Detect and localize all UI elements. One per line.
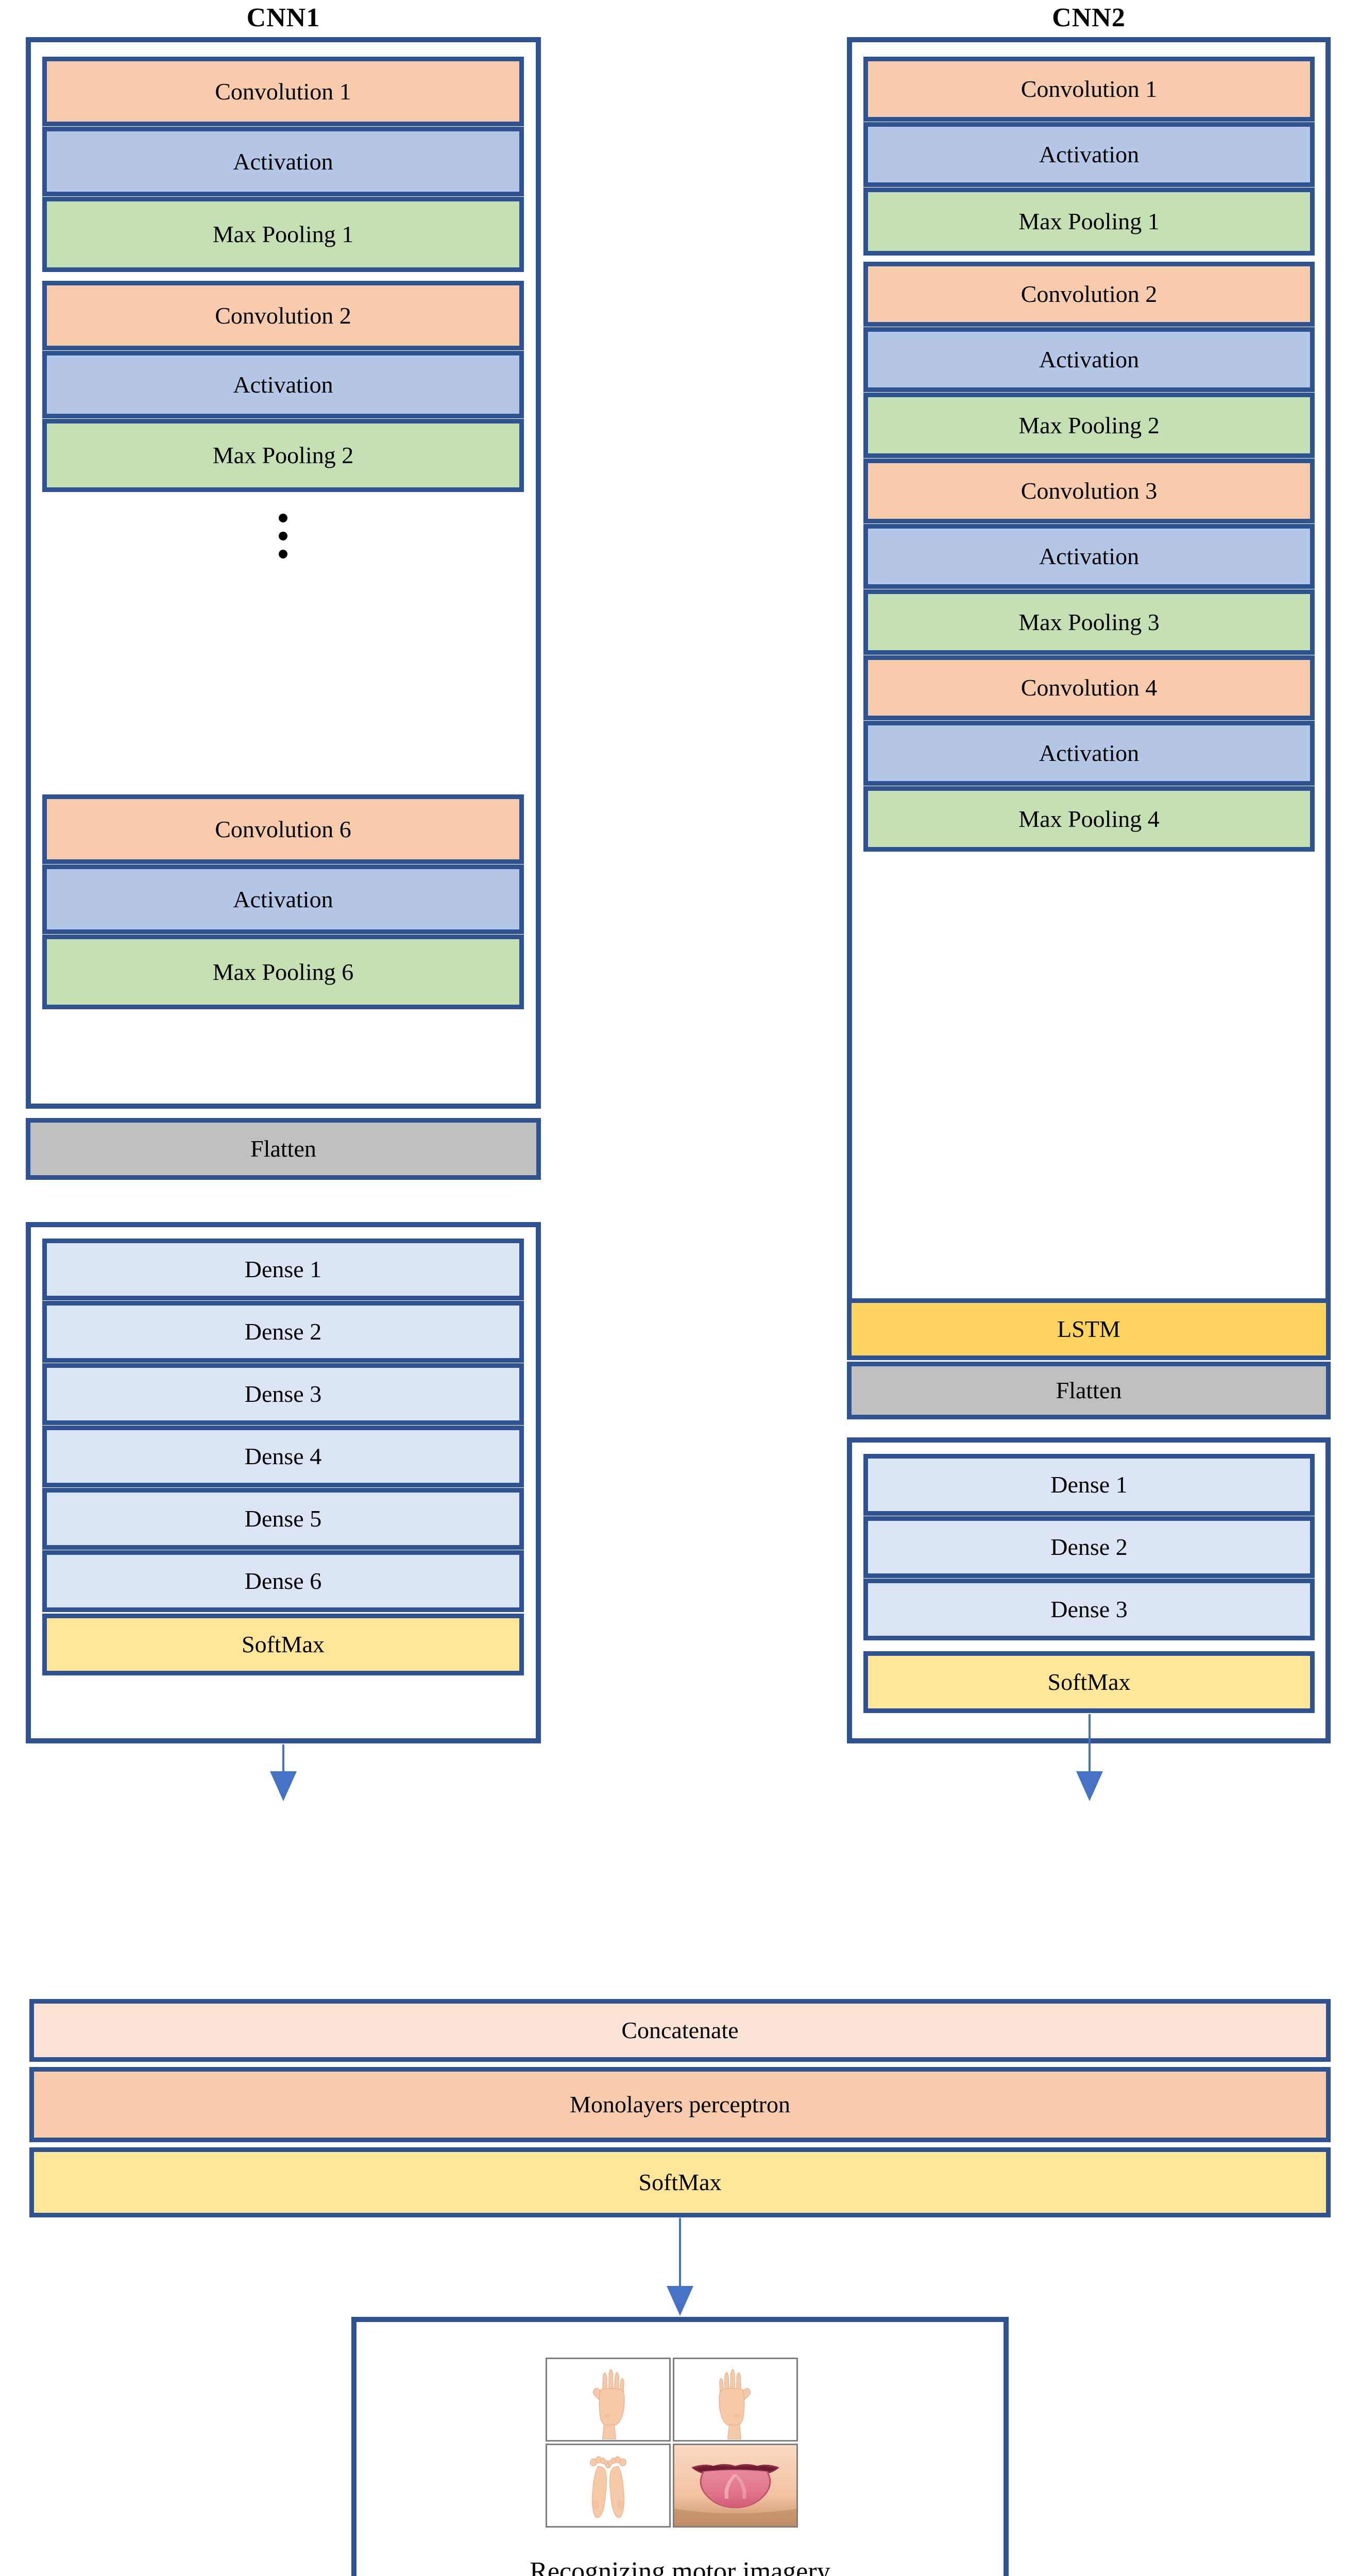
- cnn2-layer-dense-2[interactable]: Dense 2: [863, 1516, 1315, 1578]
- layer-label: Dense 5: [244, 1505, 322, 1532]
- cnn1-layer-activation-6[interactable]: Activation: [42, 865, 524, 934]
- layer-label: Convolution 1: [1021, 76, 1158, 102]
- layer-label: Dense 3: [1050, 1596, 1128, 1622]
- layer-label: Activation: [1039, 543, 1140, 569]
- layer-label: Flatten: [250, 1136, 316, 1162]
- cnn1-layer-convolution-6[interactable]: Convolution 6: [42, 794, 524, 864]
- cnn2-layer-max-pooling-1[interactable]: Max Pooling 1: [863, 188, 1315, 256]
- layer-label: Monolayers perceptron: [570, 2091, 790, 2117]
- arrow-cnn1-to-concatenate: [255, 1744, 312, 1801]
- cnn1-layer-max-pooling-6[interactable]: Max Pooling 6: [42, 935, 524, 1009]
- arrow-head: [1076, 1771, 1103, 1801]
- cnn1-layer-dense-2[interactable]: Dense 2: [42, 1301, 524, 1363]
- cnn2-layer-max-pooling-4[interactable]: Max Pooling 4: [863, 786, 1315, 852]
- ellipsis-dot: [279, 513, 287, 522]
- layer-label: Convolution 2: [215, 302, 351, 329]
- cnn2-layer-convolution-3[interactable]: Convolution 3: [863, 459, 1315, 523]
- cnn2-layer-convolution-1[interactable]: Convolution 1: [863, 57, 1315, 122]
- layer-label: Max Pooling 1: [1018, 208, 1160, 234]
- cnn1-layer-dense-4[interactable]: Dense 4: [42, 1426, 524, 1487]
- layer-label: Dense 2: [1050, 1534, 1128, 1560]
- arrow-shaft: [679, 2218, 681, 2290]
- layer-label: Activation: [233, 148, 333, 175]
- layer-label: Max Pooling 2: [1018, 412, 1160, 438]
- cnn1-layer-max-pooling-2[interactable]: Max Pooling 2: [42, 419, 524, 492]
- layer-label: Activation: [1039, 346, 1140, 372]
- right-hand-thumbnail: [673, 2358, 798, 2442]
- layer-label: Activation: [233, 371, 333, 398]
- cnn1-layer-activation-2[interactable]: Activation: [42, 351, 524, 418]
- layer-label: Concatenate: [621, 2017, 739, 2043]
- cnn2-layer-activation-2[interactable]: Activation: [863, 327, 1315, 392]
- cnn2-layer-convolution-2[interactable]: Convolution 2: [863, 262, 1315, 327]
- layer-label: Convolution 2: [1021, 281, 1158, 307]
- cnn2-layer-lstm[interactable]: LSTM: [847, 1298, 1331, 1360]
- left-hand-thumbnail: [546, 2358, 671, 2442]
- cnn1-layer-flatten[interactable]: Flatten: [26, 1118, 541, 1180]
- cnn2-layer-flatten[interactable]: Flatten: [847, 1362, 1331, 1419]
- fusion-layer-concatenate[interactable]: Concatenate: [29, 1999, 1331, 2062]
- layer-label: Activation: [1039, 141, 1140, 167]
- cnn1-layer-activation-1[interactable]: Activation: [42, 127, 524, 196]
- layer-label: SoftMax: [638, 2169, 722, 2195]
- motor-imagery-thumbnail-grid: [546, 2358, 798, 2528]
- cnn2-layer-max-pooling-2[interactable]: Max Pooling 2: [863, 393, 1315, 458]
- layer-label: Max Pooling 1: [212, 221, 354, 247]
- cnn1-layer-dense-1[interactable]: Dense 1: [42, 1239, 524, 1300]
- layer-label: Flatten: [1056, 1377, 1122, 1403]
- layer-label: Dense 6: [244, 1568, 322, 1594]
- arrow-softmax-to-result: [652, 2218, 708, 2316]
- layer-label: Convolution 1: [215, 78, 351, 105]
- cnn1-layer-softmax[interactable]: SoftMax: [42, 1614, 524, 1675]
- layer-label: Dense 1: [244, 1256, 322, 1282]
- cnn1-layer-convolution-1[interactable]: Convolution 1: [42, 57, 524, 126]
- cnn2-layer-convolution-4[interactable]: Convolution 4: [863, 655, 1315, 720]
- fusion-layer-monolayers-perceptron[interactable]: Monolayers perceptron: [29, 2067, 1331, 2142]
- cnn2-layer-dense-3[interactable]: Dense 3: [863, 1579, 1315, 1640]
- layer-label: Max Pooling 4: [1018, 805, 1160, 832]
- layer-label: LSTM: [1057, 1316, 1120, 1342]
- layer-label: Max Pooling 6: [212, 958, 354, 985]
- cnn2-layer-activation-4[interactable]: Activation: [863, 721, 1315, 786]
- cnn2-layer-activation-3[interactable]: Activation: [863, 524, 1315, 589]
- cnn2-layer-softmax[interactable]: SoftMax: [863, 1651, 1315, 1713]
- arrow-head: [667, 2286, 693, 2316]
- cnn1-layer-dense-6[interactable]: Dense 6: [42, 1550, 524, 1612]
- arrow-shaft: [282, 1744, 284, 1775]
- cnn1-layer-convolution-2[interactable]: Convolution 2: [42, 281, 524, 350]
- cnn2-layer-max-pooling-3[interactable]: Max Pooling 3: [863, 589, 1315, 655]
- layer-label: Max Pooling 3: [1018, 608, 1160, 635]
- arrow-shaft: [1089, 1714, 1091, 1775]
- layer-label: Convolution 3: [1021, 478, 1158, 504]
- cnn2-layer-activation-1[interactable]: Activation: [863, 122, 1315, 187]
- layer-label: Dense 4: [244, 1443, 322, 1469]
- cnn1-layer-dense-5[interactable]: Dense 5: [42, 1488, 524, 1550]
- layer-label: Max Pooling 2: [212, 442, 354, 468]
- layer-label: Dense 1: [1050, 1471, 1128, 1498]
- cnn1-title: CNN1: [246, 3, 320, 32]
- layer-label: Activation: [1039, 740, 1140, 766]
- ellipsis-dot: [279, 549, 287, 558]
- cnn1-layer-dense-3[interactable]: Dense 3: [42, 1363, 524, 1425]
- cnn1-layer-max-pooling-1[interactable]: Max Pooling 1: [42, 197, 524, 272]
- cnn2-layer-dense-1[interactable]: Dense 1: [863, 1454, 1315, 1516]
- arrow-cnn2-to-concatenate: [1061, 1714, 1118, 1801]
- layer-label: Dense 2: [244, 1318, 322, 1345]
- cnn2-title: CNN2: [1052, 3, 1126, 32]
- layer-label: Convolution 4: [1021, 674, 1158, 701]
- layer-label: SoftMax: [1047, 1669, 1131, 1695]
- layer-label: Convolution 6: [215, 816, 351, 842]
- cnn1-vertical-ellipsis-icon: [42, 505, 524, 567]
- tongue-thumbnail: [673, 2444, 798, 2528]
- fusion-layer-softmax[interactable]: SoftMax: [29, 2147, 1331, 2217]
- ellipsis-dot: [279, 531, 287, 540]
- feet-thumbnail: [546, 2444, 671, 2528]
- layer-label: Dense 3: [244, 1381, 322, 1407]
- result-caption: Recognizing motor imagery: [530, 2557, 830, 2576]
- layer-label: Activation: [233, 886, 333, 912]
- arrow-head: [270, 1771, 297, 1801]
- layer-label: SoftMax: [242, 1631, 325, 1657]
